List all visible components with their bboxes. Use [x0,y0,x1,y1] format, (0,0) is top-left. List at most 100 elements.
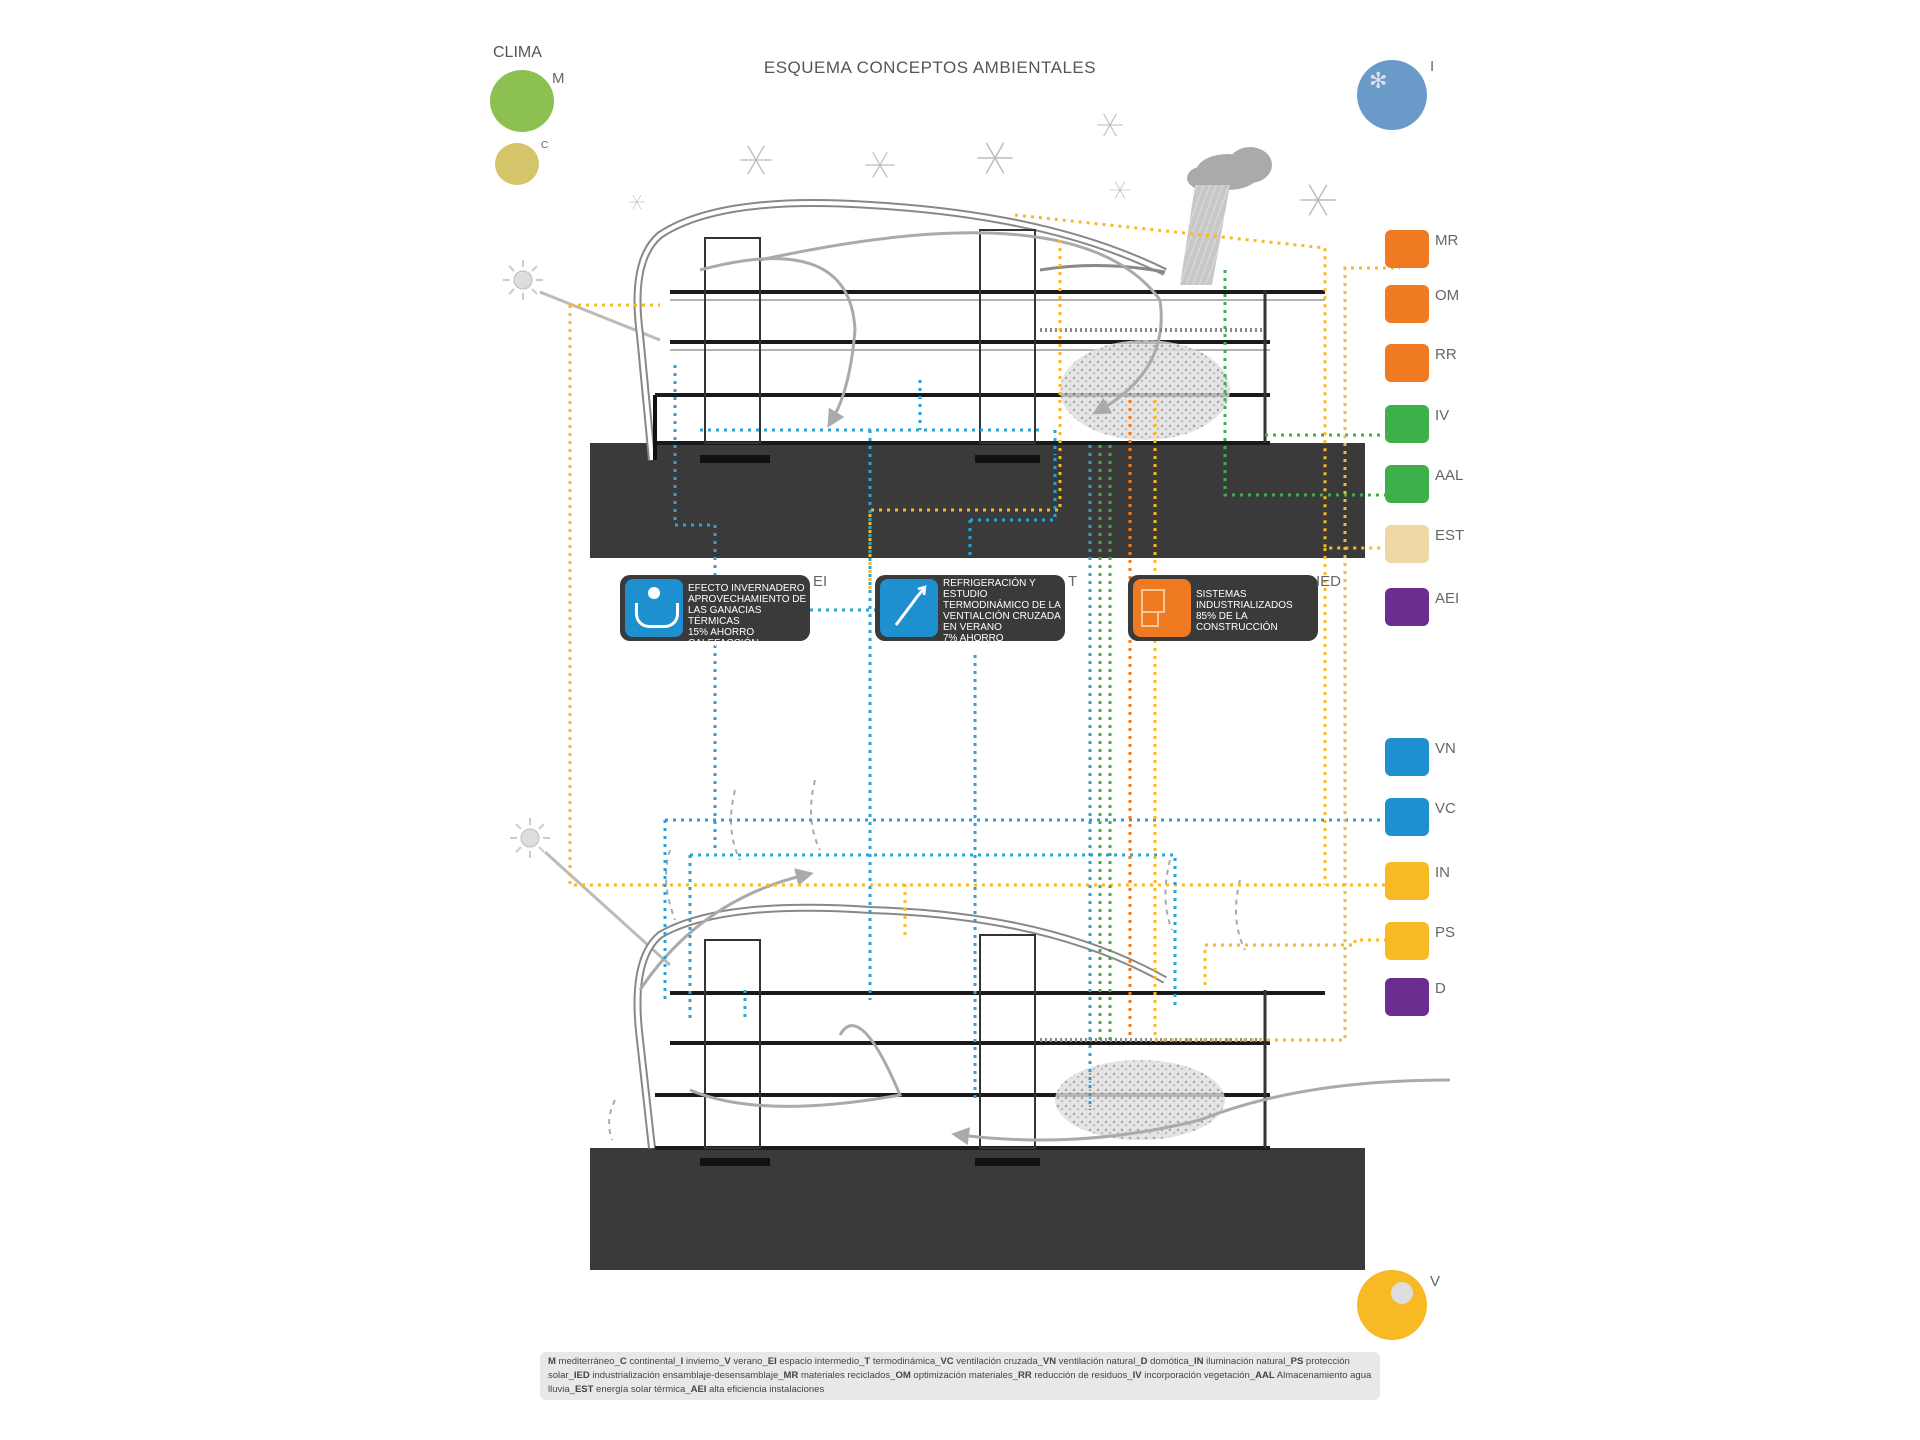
legend-code: IV [1132,1370,1142,1381]
efficient-installations-icon [1385,588,1429,626]
mediterranean-climate-label: M [552,70,565,87]
legend-code: IN [1193,1356,1204,1367]
icon-in: IN [1385,862,1455,906]
summer-label: V [1430,1273,1441,1290]
legend-code: D [1140,1356,1148,1367]
icon-vn: VN [1385,738,1456,782]
icon-om-label: OM [1435,287,1460,304]
legend-description: industrialización ensamblaje-desensambla… [589,1370,784,1381]
legend-description: Almacenamiento agua lluvia_ [548,1370,1372,1395]
legend-entry: IN iluminación natural_ [1194,1356,1291,1367]
legend-entry: VC ventilación cruzada_ [940,1356,1042,1367]
optimize-materials-icon [1385,285,1429,323]
legend-code: RR [1017,1370,1032,1381]
legend-entry: I invierno_ [681,1356,725,1367]
building-section-winter [590,199,1365,558]
legend-code: EI [767,1356,777,1367]
summer-circle [1357,1270,1427,1340]
legend-code: T [864,1356,871,1367]
concept-box-t: REFRIGERACIÓN Y ESTUDIO TERMODINÁMICO DE… [875,575,1065,655]
industrialized-systems-icon [1133,579,1191,637]
legend-entry: AEI alta eficiencia instalaciones [691,1384,825,1395]
icon-ps: PS [1385,922,1455,966]
continental-climate-label: C [541,140,549,151]
legend-code: OM [895,1370,911,1381]
legend-entry: C continental_ [620,1356,681,1367]
concept-box-ei: EFECTO INVERNADERO APROVECHAMIENTO DE LA… [620,575,810,649]
icon-d-label: D [1435,980,1446,997]
icon-est-label: EST [1435,527,1465,544]
legend-code: I [680,1356,684,1367]
concept-t-line: REFRIGERACIÓN Y ESTUDIO [943,578,1036,600]
icon-iv-label: IV [1435,407,1450,424]
winter-circle: ✻ [1357,60,1427,130]
legend-code: PS [1290,1356,1304,1367]
legend-entry: V verano_ [724,1356,767,1367]
legend-description: domótica_ [1147,1356,1194,1367]
thermal-gain-icon [625,579,683,637]
legend-entry: PS protección solar_ [548,1356,1350,1381]
connector-lines [568,213,1400,1110]
legend-description: continental_ [626,1356,681,1367]
legend-code: C [619,1356,627,1367]
legend-code: IED [573,1370,590,1381]
icon-vc: VC [1385,798,1456,842]
sun-icon-top [503,260,543,300]
legend-description: optimización materiales_ [910,1370,1018,1381]
icon-in-label: IN [1435,864,1450,881]
building-section-summer [590,779,1451,1270]
icon-rr: RR [1385,344,1457,388]
icon-d: D [1385,978,1455,1022]
concept-ei-line: LAS GANACIAS TÉRMICAS [688,605,762,627]
cross-ventilation-icon [1385,798,1429,836]
legend-description: ventilación cruzada_ [953,1356,1043,1367]
snowflake-icon: ✻ [1369,68,1388,93]
legend-description: mediterráneo_ [555,1356,620,1367]
icon-ps-label: PS [1435,924,1456,941]
concept-ei-line: EFECTO INVERNADERO [688,583,805,594]
domotics-icon [1385,978,1429,1016]
solar-thermal-icon [1385,525,1429,563]
concept-ied-code: IED [1316,573,1342,590]
icon-aei-label: AEI [1435,590,1460,607]
concept-ied-line: INDUSTRIALIZADOS [1196,600,1293,611]
solar-protection-icon [1385,922,1429,960]
vegetation-icon [1385,405,1429,443]
legend-entry: T termodinámica_ [864,1356,940,1367]
rainwater-icon [1385,465,1429,503]
concept-ied-line: SISTEMAS [1196,589,1247,600]
icon-vn-label: VN [1435,740,1456,757]
legend-description: protección solar_ [548,1356,1350,1381]
icon-mr-label: MR [1435,232,1459,249]
legend-description: energía solar térmica_ [593,1384,691,1395]
concept-ei-line: 15% AHORRO CALEFACCIÓN [688,627,759,649]
concept-ei-line: APROVECHAMIENTO DE [688,594,807,605]
legend-description: alta eficiencia instalaciones [706,1384,825,1395]
legend-code: MR [783,1370,799,1381]
legend-description: iluminación natural_ [1203,1356,1291,1367]
legend-code: AEI [690,1384,707,1395]
legend-code: AAL [1255,1370,1275,1381]
legend-description: incorporación vegetación_ [1141,1370,1256,1381]
legend-entry: EI espacio intermedio_ [768,1356,865,1367]
icon-iv: IV [1385,405,1455,449]
abbreviation-legend: M mediterráneo_C continental_I invierno_… [540,1352,1380,1400]
concept-t-code: T [1068,573,1078,590]
winter-label: I [1430,58,1435,75]
legend-code: VN [1042,1356,1057,1367]
legend-code: M [548,1356,556,1367]
climate-label: CLIMA [493,44,542,61]
legend-description: verano_ [730,1356,768,1367]
concept-t-line: TERMODINÁMICO DE LA [943,600,1061,611]
concept-box-ied: SISTEMAS INDUSTRIALIZADOS 85% DE LA CONS… [1128,575,1318,641]
legend-entry: EST energía solar térmica_ [575,1384,691,1395]
legend-description: termodinámica_ [870,1356,941,1367]
sun-icon-bottom [510,818,550,858]
legend-entry: MR materiales reciclados_ [784,1370,896,1381]
recycle-materials-icon [1385,230,1429,268]
natural-lighting-icon [1385,862,1429,900]
icon-rr-label: RR [1435,346,1457,363]
continental-climate-circle [495,143,539,185]
concept-t-line: EN VERANO [943,622,1002,633]
